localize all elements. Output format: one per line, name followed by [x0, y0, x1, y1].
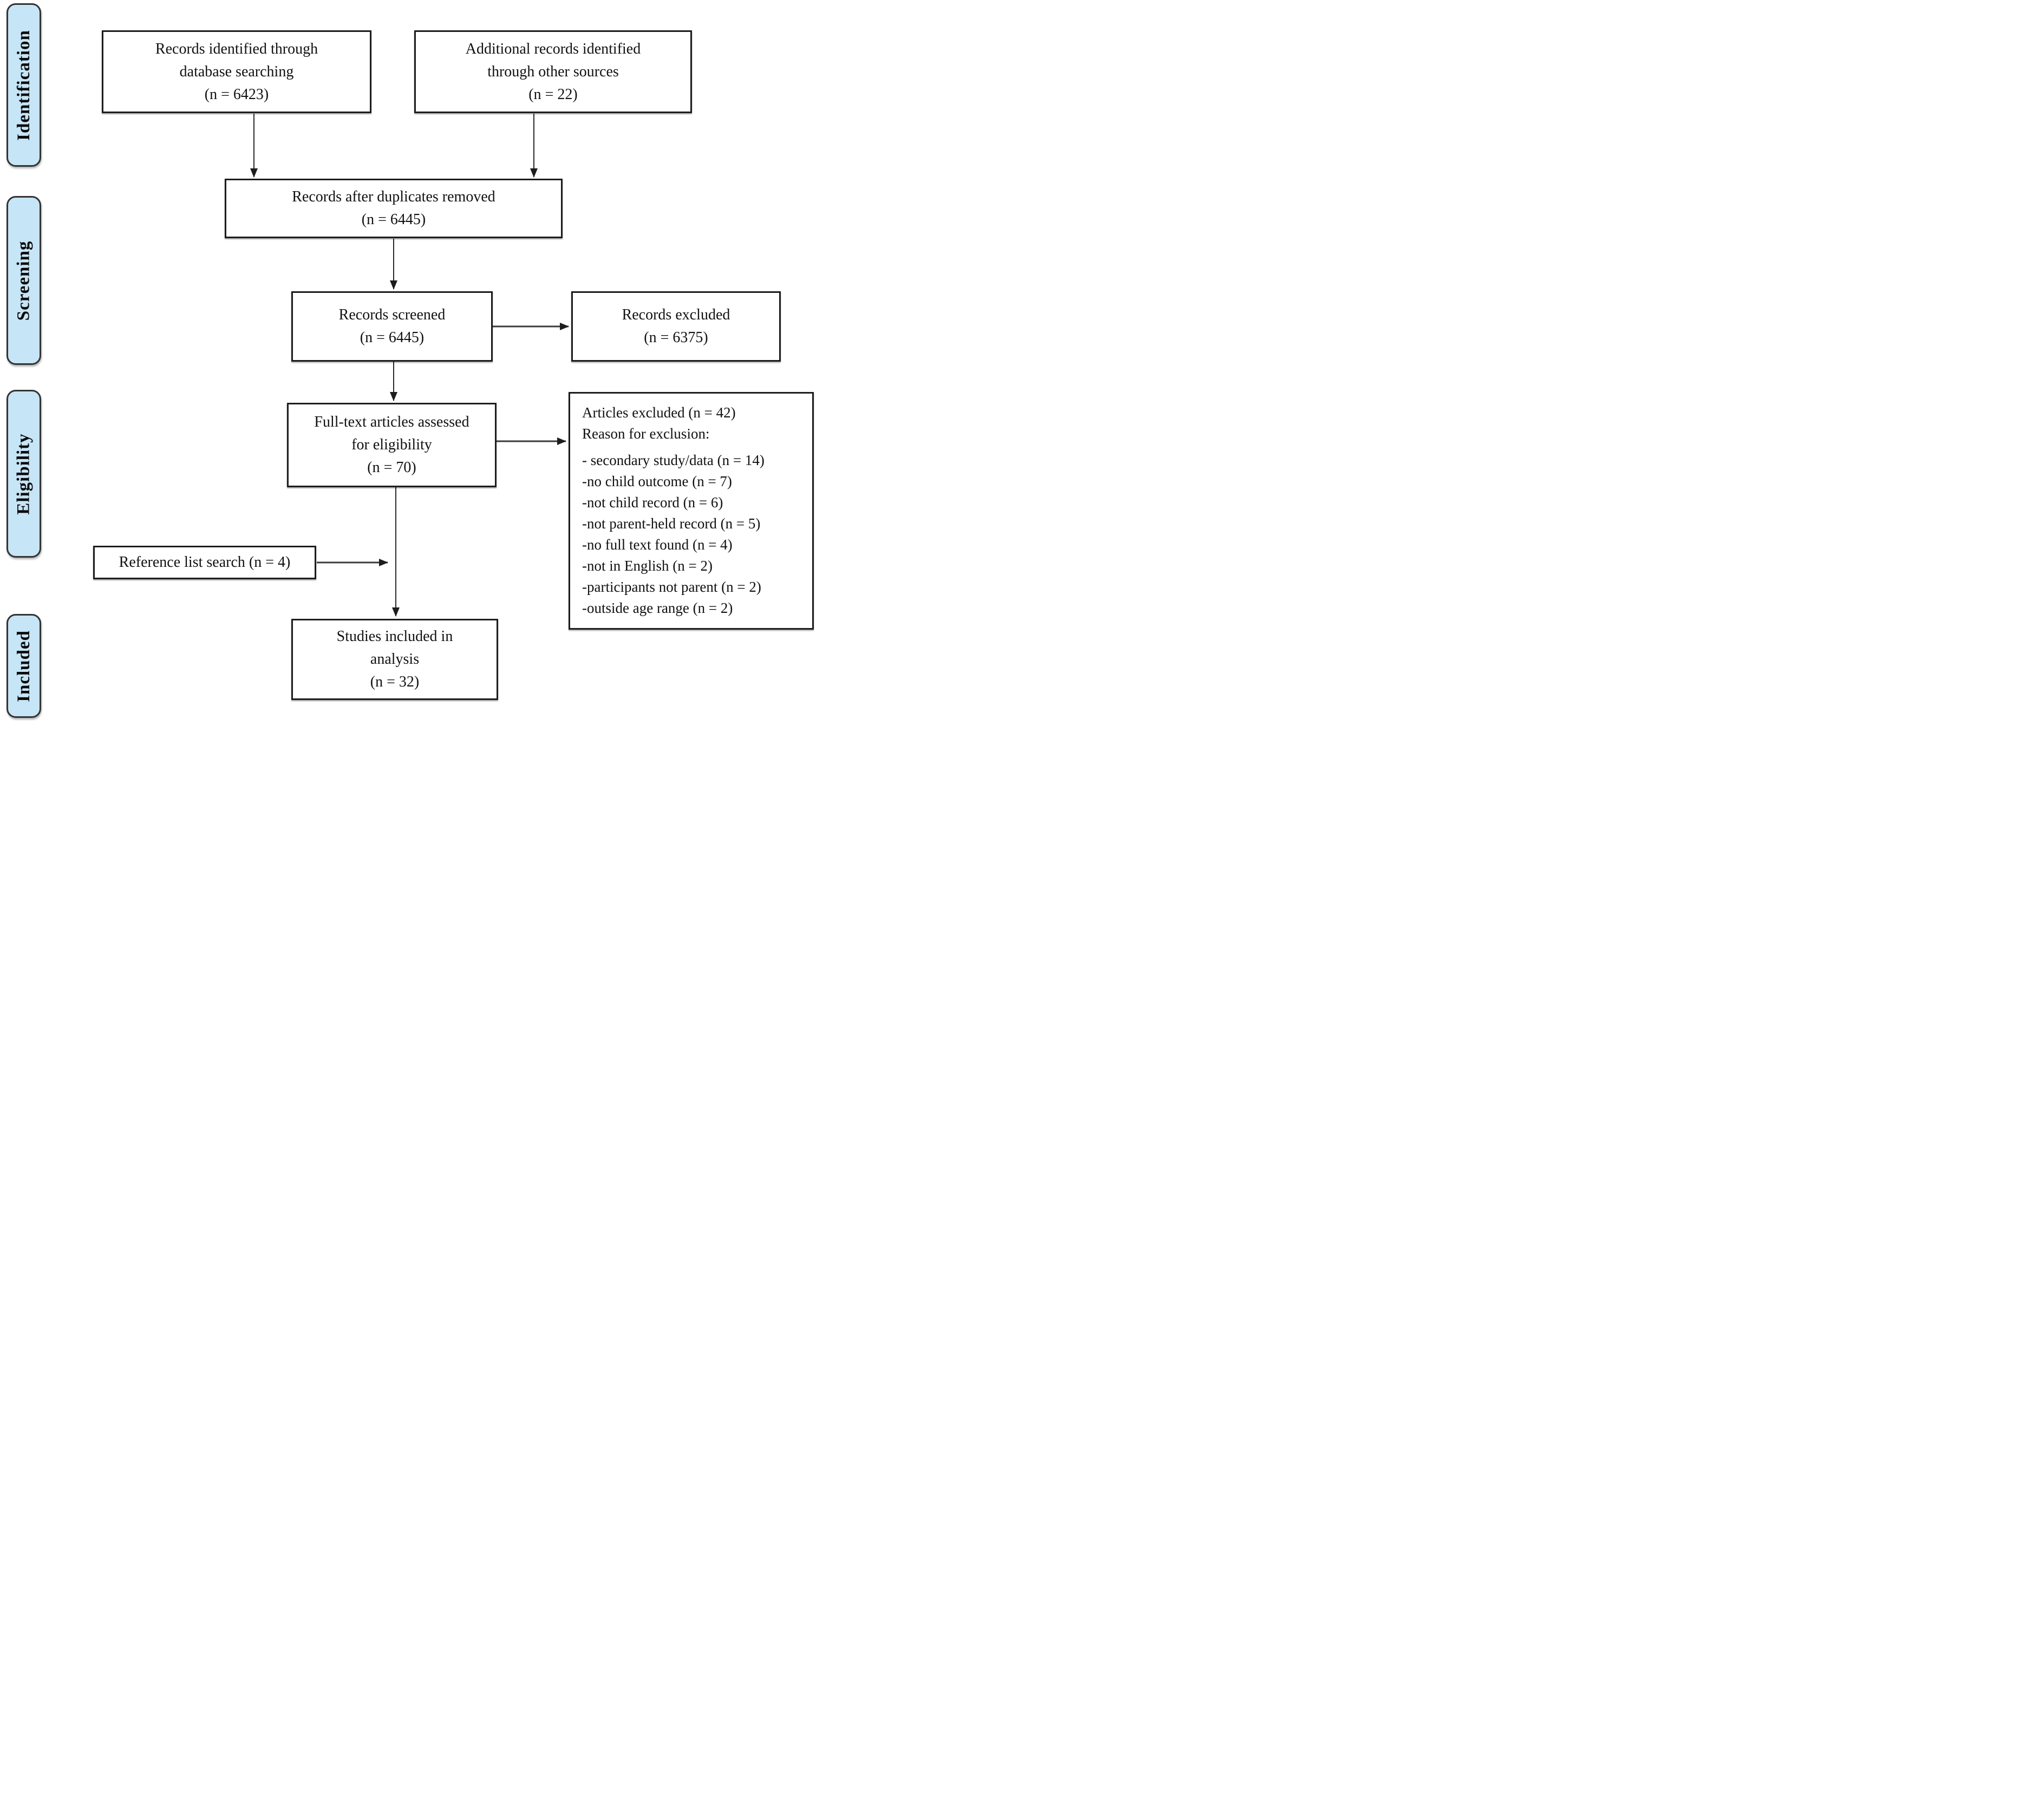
exclusion-reason: -participants not parent (n = 2) [582, 579, 761, 595]
articles-excluded-title: Articles excluded (n = 42) [582, 404, 736, 421]
box-text-line: through other sources [487, 63, 619, 80]
exclusion-reason: -not child record (n = 6) [582, 494, 723, 511]
box-text-line: Records screened [338, 306, 446, 323]
phase-screening: Screening [6, 196, 41, 365]
box-records-screened: Records screened (n = 6445) [291, 291, 493, 362]
box-text-line: Reference list search (n = 4) [119, 554, 291, 571]
box-reference-list-search: Reference list search (n = 4) [93, 546, 316, 579]
phase-identification: Identification [6, 3, 41, 167]
exclusion-reason: -not parent-held record (n = 5) [582, 515, 761, 532]
box-studies-included-analysis: Studies included in analysis (n = 32) [291, 619, 498, 700]
phase-eligibility: Eligibility [6, 390, 41, 558]
box-text-line: Studies included in [336, 628, 453, 645]
exclusion-reason: -no full text found (n = 4) [582, 537, 733, 553]
box-articles-excluded-reasons: Articles excluded (n = 42) Reason for ex… [569, 392, 814, 630]
box-count: (n = 70) [367, 459, 416, 476]
phase-included-label: Included [14, 630, 34, 702]
box-records-identified-database: Records identified through database sear… [102, 30, 371, 113]
phase-included: Included [6, 614, 41, 718]
exclusion-reason: -outside age range (n = 2) [582, 600, 733, 616]
box-text-line: Records identified through [155, 40, 318, 57]
box-text-line: Records excluded [622, 306, 730, 323]
prisma-flow-diagram: Identification Screening Eligibility Inc… [0, 0, 818, 722]
box-count: (n = 6423) [204, 86, 269, 103]
box-count: (n = 6445) [360, 329, 425, 346]
phase-screening-label: Screening [14, 240, 34, 321]
box-count: (n = 6445) [361, 211, 426, 228]
box-records-after-duplicates-removed: Records after duplicates removed (n = 64… [225, 179, 563, 238]
box-text-line: Full-text articles assessed [314, 414, 469, 430]
box-text-line: for eligibility [351, 436, 432, 453]
box-additional-records-other-sources: Additional records identified through ot… [414, 30, 692, 113]
box-count: (n = 22) [528, 86, 578, 103]
box-fulltext-assessed: Full-text articles assessed for eligibil… [287, 403, 497, 487]
box-count: (n = 6375) [644, 329, 708, 346]
exclusion-reason: -no child outcome (n = 7) [582, 473, 732, 489]
articles-excluded-subtitle: Reason for exclusion: [582, 426, 710, 442]
phase-eligibility-label: Eligibility [14, 433, 34, 515]
phase-identification-label: Identification [14, 29, 34, 141]
box-text-line: Records after duplicates removed [292, 188, 495, 205]
exclusion-reason: -not in English (n = 2) [582, 558, 713, 574]
box-text-line: Additional records identified [465, 40, 641, 57]
box-records-excluded: Records excluded (n = 6375) [571, 291, 781, 362]
box-count: (n = 32) [370, 673, 420, 690]
box-text-line: database searching [179, 63, 294, 80]
exclusion-reason: - secondary study/data (n = 14) [582, 452, 765, 468]
box-text-line: analysis [370, 651, 420, 668]
